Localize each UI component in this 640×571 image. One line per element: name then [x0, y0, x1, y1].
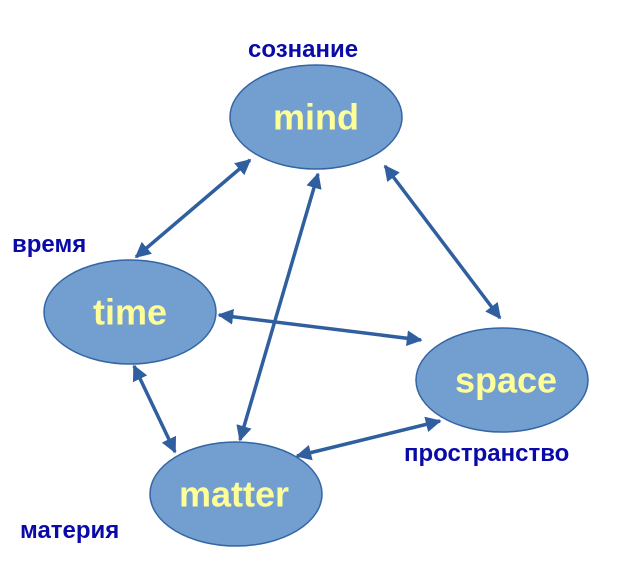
node-mind: mind: [229, 64, 403, 170]
caption-mind: сознание: [248, 36, 358, 63]
edge-space-matter: [295, 416, 442, 461]
edge-mind-time: [134, 158, 252, 259]
node-matter: matter: [149, 441, 323, 547]
edge-time-matter: [132, 364, 177, 454]
edge-mind-space: [383, 164, 502, 320]
edge-time-space: [217, 308, 423, 347]
caption-time: время: [12, 231, 86, 258]
node-time: time: [43, 259, 217, 365]
node-mind-label: mind: [273, 97, 359, 138]
edge-mind-matter: [236, 172, 322, 442]
caption-matter: материя: [20, 517, 119, 544]
node-space-label: space: [455, 360, 557, 401]
node-matter-label: matter: [179, 474, 289, 515]
caption-space: пространство: [404, 440, 569, 467]
node-time-label: time: [93, 292, 167, 333]
node-space: space: [415, 327, 589, 433]
